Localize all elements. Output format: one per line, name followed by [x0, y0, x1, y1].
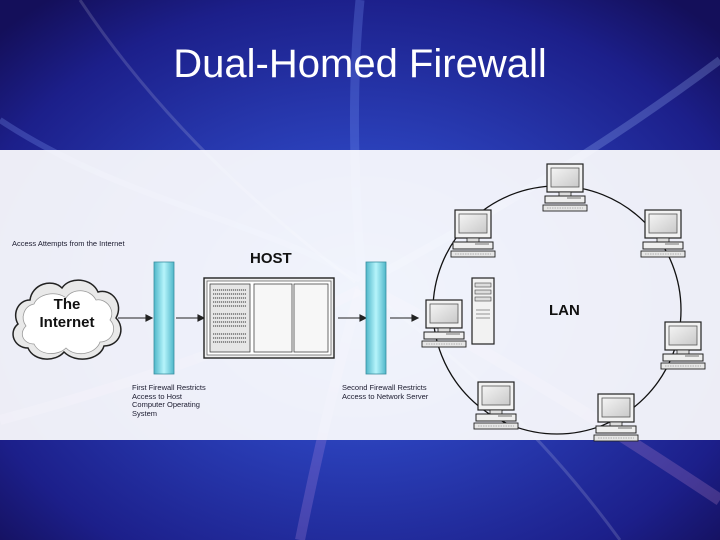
- connection-arrows: [118, 314, 420, 322]
- second-firewall-caption: Second Firewall Restricts Access to Netw…: [342, 383, 429, 401]
- server-tower-icon: [471, 277, 495, 345]
- cloud-icon: [12, 279, 122, 360]
- internet-label: The Internet: [39, 296, 95, 331]
- lan-label: LAN: [549, 302, 580, 319]
- host-label: HOST: [250, 250, 292, 267]
- firewall-icon: [153, 261, 175, 375]
- first-firewall-caption: First Firewall Restricts Access to Host …: [132, 383, 206, 418]
- internet-access-caption: Access Attempts from the Internet: [12, 239, 125, 248]
- slide-title: Dual-Homed Firewall: [173, 42, 547, 86]
- firewall-icon: [365, 261, 387, 375]
- host-computer-icon: [203, 277, 335, 359]
- diagram: [0, 150, 720, 442]
